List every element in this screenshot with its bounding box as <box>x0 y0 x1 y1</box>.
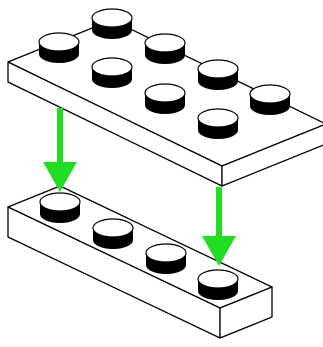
arrow-down-icon <box>43 108 77 192</box>
top-brick-stud-b4 <box>249 84 291 115</box>
top-brick-stud-f1 <box>38 32 80 63</box>
top-brick-right-face <box>221 124 323 187</box>
bottom-brick-stud-1 <box>39 192 81 223</box>
bottom-brick-stud-3 <box>145 243 187 274</box>
arrow-down-icon <box>202 187 236 266</box>
top-brick-stud-b2 <box>144 33 186 64</box>
top-brick-stud-f4 <box>197 108 239 139</box>
top-brick-stud-b1 <box>91 8 133 39</box>
top-brick-2x4 <box>7 8 323 187</box>
top-brick-stud-b3 <box>197 59 239 90</box>
bottom-brick-right-face <box>219 286 273 339</box>
bottom-brick-stud-4 <box>197 269 239 300</box>
top-brick-stud-f3 <box>144 83 186 114</box>
bottom-brick-stud-2 <box>92 218 134 249</box>
top-brick-stud-f2 <box>91 57 133 88</box>
bottom-brick-1x4 <box>7 185 273 339</box>
